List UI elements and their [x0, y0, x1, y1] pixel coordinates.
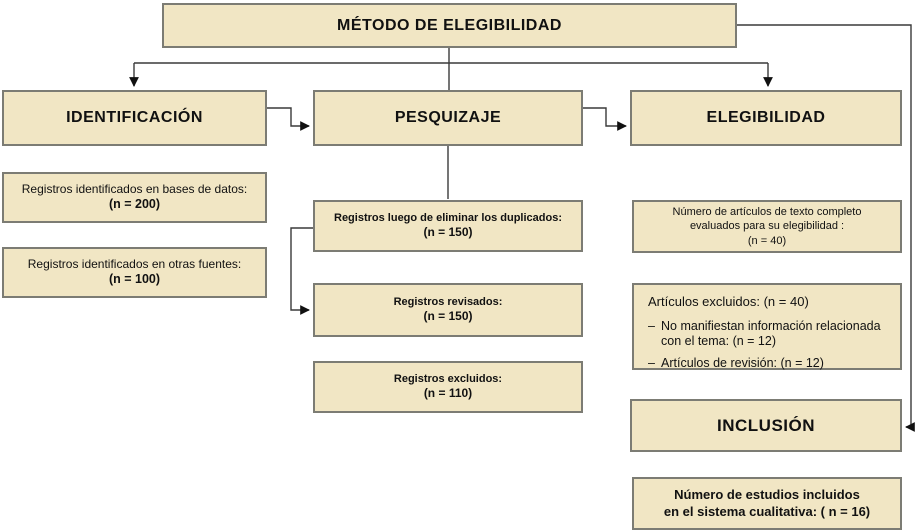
box-fulltext-evaluated-line2: evaluados para su elegibilidad : — [689, 220, 845, 233]
box-duplicates-removed: Registros luego de eliminar los duplicad… — [313, 200, 583, 252]
connector-pesquizaje-to-elegibilidad — [583, 107, 627, 131]
excluded-reason-item: – No manifiestan información relacionada… — [648, 319, 892, 348]
connector-duplicates-to-reviewed — [290, 227, 313, 315]
excluded-reason-text: Artículos de revisión: (n = 12) — [661, 356, 824, 370]
box-records-reviewed-count: (n = 150) — [423, 309, 473, 324]
title-text: MÉTODO DE ELEGIBILIDAD — [337, 16, 562, 34]
box-records-excluded-count: (n = 110) — [423, 386, 473, 401]
box-included-studies-line2: en el sistema cualitativa: ( n = 16) — [663, 503, 871, 519]
header-inclusion: INCLUSIÓN — [630, 399, 902, 452]
box-fulltext-evaluated-count: (n = 40) — [747, 234, 787, 247]
box-duplicates-removed-count: (n = 150) — [423, 225, 473, 240]
box-fulltext-evaluated-line1: Número de artículos de texto completo — [672, 206, 862, 219]
box-fulltext-evaluated: Número de artículos de texto completo ev… — [632, 200, 902, 253]
box-records-excluded: Registros excluidos: (n = 110) — [313, 361, 583, 413]
header-identificacion-label: IDENTIFICACIÓN — [66, 109, 203, 126]
dash-bullet: – — [648, 356, 655, 370]
header-elegibilidad-label: ELEGIBILIDAD — [706, 109, 826, 126]
connector-identificacion-to-pesquizaje — [267, 107, 310, 131]
header-pesquizaje: PESQUIZAJE — [313, 90, 583, 146]
box-records-other-sources-text: Registros identificados en otras fuentes… — [27, 257, 242, 272]
box-records-excluded-text: Registros excluidos: — [393, 372, 503, 385]
box-articles-excluded-title: Artículos excluidos: (n = 40) — [648, 294, 809, 309]
box-duplicates-removed-text: Registros luego de eliminar los duplicad… — [334, 211, 562, 224]
header-elegibilidad: ELEGIBILIDAD — [630, 90, 902, 146]
header-identificacion: IDENTIFICACIÓN — [2, 90, 267, 146]
box-records-reviewed-text: Registros revisados: — [393, 295, 503, 308]
box-articles-excluded: Artículos excluidos: (n = 40) – No manif… — [632, 283, 902, 370]
header-inclusion-label: INCLUSIÓN — [717, 415, 815, 435]
box-records-databases: Registros identificados en bases de dato… — [2, 172, 267, 223]
box-records-databases-text: Registros identificados en bases de dato… — [21, 182, 248, 197]
box-records-other-sources-count: (n = 100) — [108, 272, 161, 287]
excluded-reason-text: No manifiestan información relacionada c… — [661, 319, 881, 348]
header-pesquizaje-label: PESQUIZAJE — [394, 109, 502, 126]
box-included-studies: Número de estudios incluidos en el siste… — [632, 477, 902, 530]
excluded-reason-item: – Artículos de revisión: (n = 12) — [648, 356, 892, 370]
title-box: MÉTODO DE ELEGIBILIDAD — [162, 3, 737, 48]
box-records-other-sources: Registros identificados en otras fuentes… — [2, 247, 267, 298]
box-records-reviewed: Registros revisados: (n = 150) — [313, 283, 583, 337]
box-included-studies-line1: Número de estudios incluidos — [674, 486, 860, 502]
box-records-databases-count: (n = 200) — [108, 197, 161, 212]
dash-bullet: – — [648, 319, 655, 334]
